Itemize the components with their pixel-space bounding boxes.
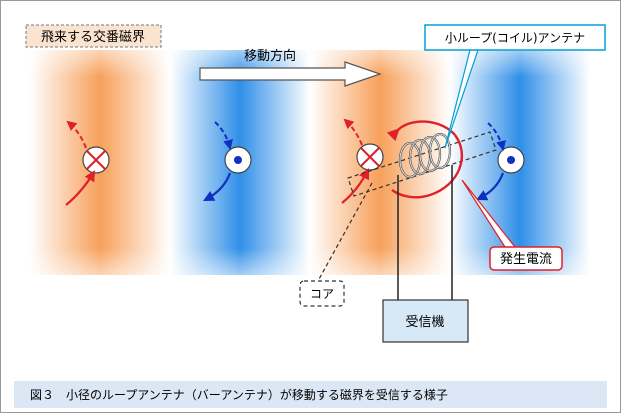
field-label-box: 飛来する交番磁界: [25, 24, 162, 48]
direction-arrow: 移動方向: [199, 48, 382, 87]
antenna-label: 小ループ(コイル)アンテナ: [445, 31, 585, 45]
core-callout: コア: [299, 182, 373, 307]
field-bands: [30, 50, 590, 275]
coil-antenna: [398, 132, 452, 179]
field-label: 飛来する交番磁界: [41, 29, 145, 45]
field-symbol-3: [341, 118, 384, 204]
antenna-callout: 小ループ(コイル)アンテナ: [424, 24, 606, 149]
caption-bar: 図３ 小径のループアンテナ（バーアンテナ）が移動する磁界を受信する様子: [14, 381, 607, 408]
current-label: 発生電流: [500, 252, 552, 267]
field-symbol-2: [203, 121, 252, 202]
band-fade: [30, 50, 590, 275]
coil-leads: [397, 165, 453, 300]
receiver-box: 受信機: [382, 299, 469, 343]
direction-label: 移動方向: [244, 48, 296, 64]
core-label: コア: [310, 287, 334, 301]
field-symbol-1: [65, 120, 110, 206]
caption-text: 図３ 小径のループアンテナ（バーアンテナ）が移動する磁界を受信する様子: [30, 387, 448, 402]
direction-arrow-shape: [199, 61, 382, 87]
field-symbol-4: [476, 122, 525, 201]
current-callout: 発生電流: [461, 179, 563, 271]
receiver-label: 受信機: [405, 315, 444, 330]
ferrite-core: [347, 131, 497, 197]
